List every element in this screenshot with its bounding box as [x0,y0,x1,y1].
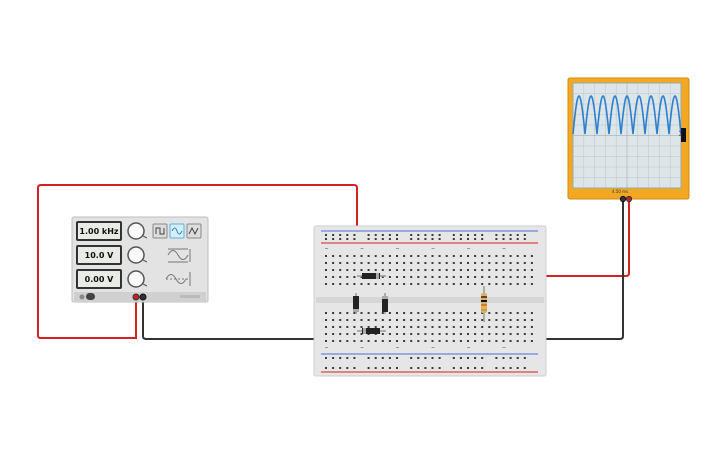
diode-right-vertical[interactable] [382,293,388,314]
offset-knob[interactable] [127,270,148,288]
diode-top[interactable] [357,273,386,279]
triangle-wave-icon[interactable] [186,223,202,239]
red-wire-breadboard-to-scope[interactable] [484,197,630,277]
scope-positive-terminal[interactable] [625,195,633,203]
scope-trace [572,95,682,135]
offset-symbol-icon [165,272,191,286]
red-wire-generator-to-breadboard[interactable] [37,184,358,339]
diode-bottom[interactable] [357,328,386,334]
amplitude-symbol-icon [167,248,191,263]
oscilloscope[interactable] [567,77,690,203]
positive-terminal[interactable] [132,293,140,301]
scope-volts-readout: 5 V [678,130,683,137]
black-wire-scope-to-ground[interactable] [484,197,624,340]
amplitude-knob[interactable] [127,246,148,264]
offset-display: 0.00 V [76,269,122,289]
square-wave-icon[interactable] [152,223,168,239]
negative-terminal[interactable] [139,293,147,301]
sine-wave-icon[interactable] [169,223,185,239]
breadboard[interactable] [313,225,547,377]
power-switch[interactable] [79,293,96,300]
scope-negative-terminal[interactable] [619,195,627,203]
frequency-knob[interactable] [127,222,148,240]
scope-time-readout: 4.50 ms [612,189,629,194]
frequency-display: 1.00 kHz [76,221,122,241]
resistor[interactable] [481,286,487,322]
black-wire-generator-to-ground[interactable] [142,298,386,340]
diode-left-vertical[interactable] [353,293,359,314]
amplitude-display: 10.0 V [76,245,122,265]
